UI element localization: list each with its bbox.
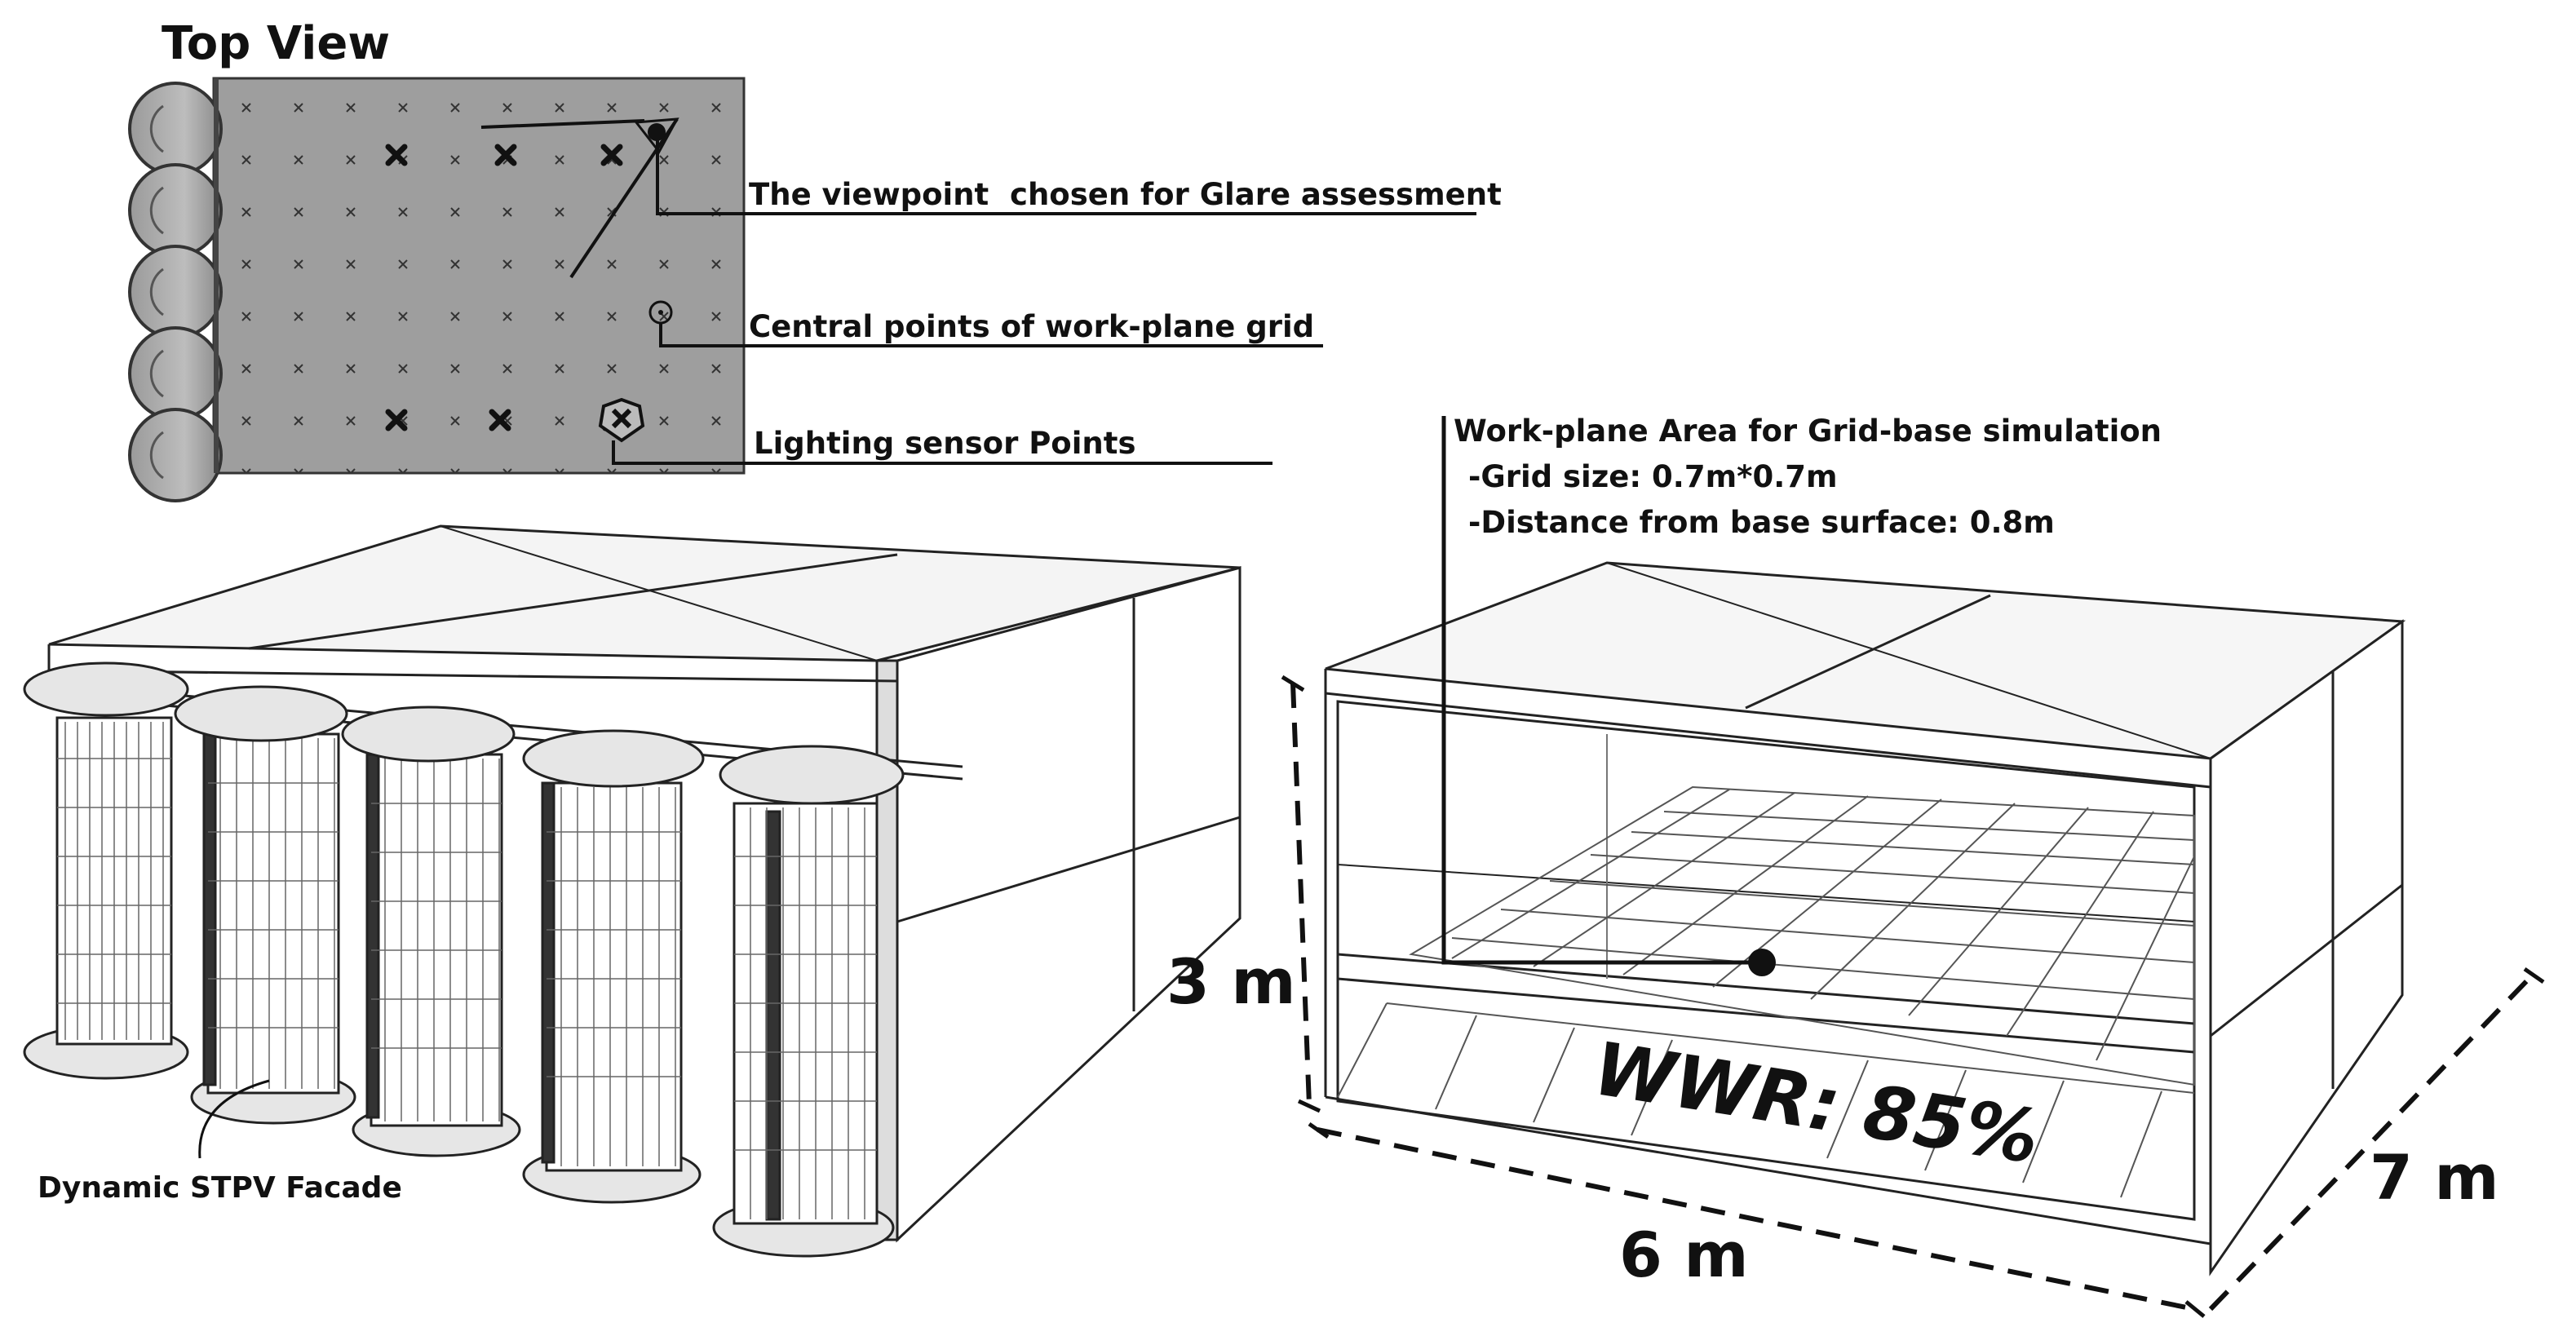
facade-leader — [198, 1079, 270, 1159]
grid-points-pattern — [214, 78, 744, 473]
facade-model-3d — [32, 524, 1242, 1243]
cylinder-plan — [128, 245, 223, 339]
workplane-leader — [1441, 416, 1776, 976]
stpv-cylinders-3d — [23, 661, 905, 1258]
facade-label: Dynamic STPV Facade — [38, 1171, 402, 1205]
stpv-cylinder — [174, 685, 356, 1125]
leader-lines — [612, 140, 1476, 465]
dimension-depth: 7 m — [2370, 1141, 2499, 1214]
cylinder-plan — [128, 163, 223, 258]
workplane-title: Work-plane Area for Grid-base simulation — [1454, 414, 2162, 449]
workplane-distance: -Distance from base surface: 0.8m — [1468, 505, 2055, 540]
cylinder-plan — [128, 408, 223, 502]
cylinder-plan — [128, 326, 223, 421]
cylinder-plan — [128, 82, 223, 176]
top-view-title: Top View — [162, 17, 390, 70]
stpv-cylinder — [712, 745, 905, 1258]
legend-viewpoint: The viewpoint chosen for Glare assessmen… — [749, 177, 1502, 212]
model-side — [896, 566, 1242, 1243]
stpv-cylinder — [341, 706, 521, 1157]
legend-sensor-points: Lighting sensor Points — [754, 426, 1135, 461]
legend-grid-points: Central points of work-plane grid — [749, 309, 1314, 344]
dimension-width: 6 m — [1619, 1219, 1749, 1291]
workplane-grid — [1337, 785, 2195, 1198]
stpv-cylinder — [522, 729, 705, 1204]
workplane-grid-size: -Grid size: 0.7m*0.7m — [1468, 459, 1838, 494]
viewpoint-marker — [480, 117, 679, 279]
facade-cylinders-plan — [128, 82, 223, 502]
top-view-plan: Top View — [128, 17, 1502, 502]
dimension-height: 3 m — [1166, 945, 1296, 1018]
stpv-cylinder — [23, 661, 189, 1080]
dimension-lines — [1290, 683, 2535, 1312]
